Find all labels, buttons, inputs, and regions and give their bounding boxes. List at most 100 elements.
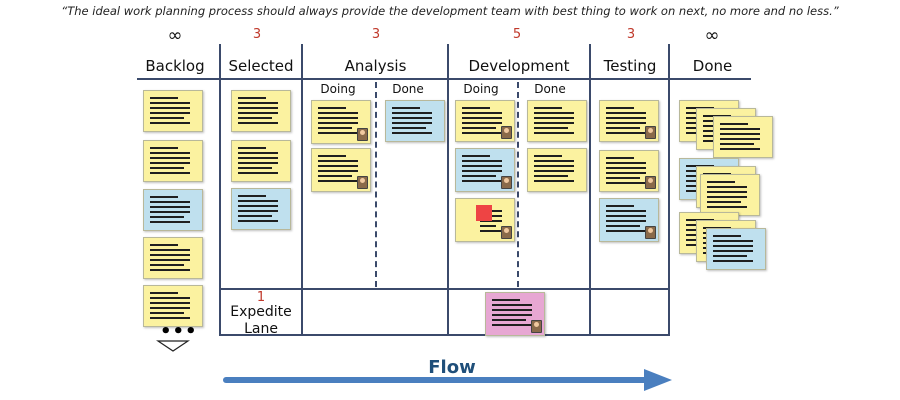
card-text-line — [606, 215, 646, 217]
card-text-line — [462, 127, 496, 129]
expedite-lane-bottom-line — [219, 334, 670, 336]
card-text-line — [606, 177, 640, 179]
kanban-card[interactable] — [527, 148, 587, 192]
flow-arrow-icon — [223, 369, 672, 391]
card-text-line — [462, 170, 502, 172]
card-text-line — [150, 167, 184, 169]
card-text-line — [150, 264, 184, 266]
kanban-card[interactable] — [231, 188, 291, 230]
avatar — [501, 226, 512, 239]
card-text-line — [720, 123, 748, 125]
card-text-line — [707, 201, 741, 203]
card-text-line — [150, 147, 178, 149]
card-text-line — [462, 122, 502, 124]
card-text-line — [720, 143, 754, 145]
kanban-card[interactable] — [485, 292, 545, 336]
kanban-card[interactable] — [311, 148, 371, 192]
kanban-card[interactable] — [599, 100, 659, 142]
development-done-header: Done — [534, 82, 566, 96]
card-text-line — [238, 215, 272, 217]
card-text-line — [238, 210, 278, 212]
card-text-line — [462, 117, 502, 119]
card-text-line — [713, 240, 753, 242]
kanban-card[interactable] — [385, 100, 445, 142]
kanban-card[interactable] — [713, 116, 773, 158]
kanban-card[interactable] — [599, 198, 659, 242]
card-text-line — [720, 148, 760, 150]
card-text-line — [606, 107, 634, 109]
column-divider-done — [668, 44, 670, 335]
card-text-line — [606, 230, 646, 232]
card-text-line — [150, 317, 190, 319]
card-text-line — [606, 220, 646, 222]
card-text-line — [534, 112, 574, 114]
kanban-card[interactable] — [143, 237, 203, 279]
card-text-line — [606, 172, 646, 174]
card-text-line — [318, 155, 346, 157]
card-text-line — [318, 107, 346, 109]
column-header-selected: Selected — [228, 57, 294, 75]
card-text-line — [238, 157, 278, 159]
card-text-line — [492, 299, 520, 301]
kanban-card[interactable] — [599, 150, 659, 192]
analysis-wip-limit: 3 — [371, 27, 381, 42]
card-text-line — [318, 170, 358, 172]
chevron-down-icon[interactable] — [156, 339, 190, 353]
card-text-line — [150, 157, 190, 159]
kanban-card[interactable] — [527, 100, 587, 142]
card-text-line — [534, 117, 574, 119]
card-text-line — [318, 112, 358, 114]
kanban-card[interactable] — [455, 148, 515, 192]
kanban-card[interactable] — [143, 140, 203, 182]
card-text-line — [150, 269, 190, 271]
card-text-line — [238, 117, 272, 119]
kanban-card[interactable] — [231, 90, 291, 132]
kanban-card[interactable] — [143, 90, 203, 132]
expedite-lane-top-line — [219, 288, 670, 290]
card-text-line — [150, 201, 190, 203]
kanban-card[interactable] — [143, 189, 203, 231]
card-text-line — [150, 97, 178, 99]
card-text-line — [238, 107, 278, 109]
development-wip-limit: 5 — [512, 27, 522, 42]
card-text-line — [238, 147, 266, 149]
card-text-line — [707, 186, 747, 188]
card-text-line — [238, 152, 278, 154]
card-text-line — [606, 127, 640, 129]
avatar — [501, 176, 512, 189]
kanban-card[interactable] — [231, 140, 291, 182]
avatar — [501, 126, 512, 139]
card-text-line — [318, 122, 358, 124]
kanban-card[interactable] — [700, 174, 760, 216]
card-text-line — [238, 162, 278, 164]
card-text-line — [606, 112, 646, 114]
card-text-line — [606, 132, 646, 134]
card-text-line — [606, 122, 646, 124]
kanban-card[interactable] — [455, 100, 515, 142]
kanban-card[interactable] — [311, 100, 371, 144]
kanban-card[interactable] — [143, 285, 203, 327]
selected-wip-limit: 3 — [252, 27, 262, 42]
column-header-done: Done — [692, 57, 733, 75]
analysis-done-header: Done — [392, 82, 424, 96]
card-text-line — [492, 304, 532, 306]
card-text-line — [534, 132, 574, 134]
card-text-line — [713, 255, 747, 257]
card-text-line — [150, 259, 190, 261]
card-text-line — [462, 132, 502, 134]
kanban-card[interactable] — [455, 198, 515, 242]
card-text-line — [150, 152, 190, 154]
card-text-line — [238, 200, 278, 202]
analysis-subdivider — [375, 82, 377, 287]
card-text-line — [238, 167, 272, 169]
card-text-line — [318, 165, 358, 167]
card-text-line — [713, 260, 753, 262]
analysis-doing-header: Doing — [320, 82, 356, 96]
development-subdivider — [517, 82, 519, 287]
card-text-line — [462, 160, 502, 162]
kanban-card[interactable] — [706, 228, 766, 270]
card-text-line — [707, 206, 747, 208]
card-text-line — [318, 160, 358, 162]
card-text-line — [150, 292, 178, 294]
card-text-line — [150, 206, 190, 208]
